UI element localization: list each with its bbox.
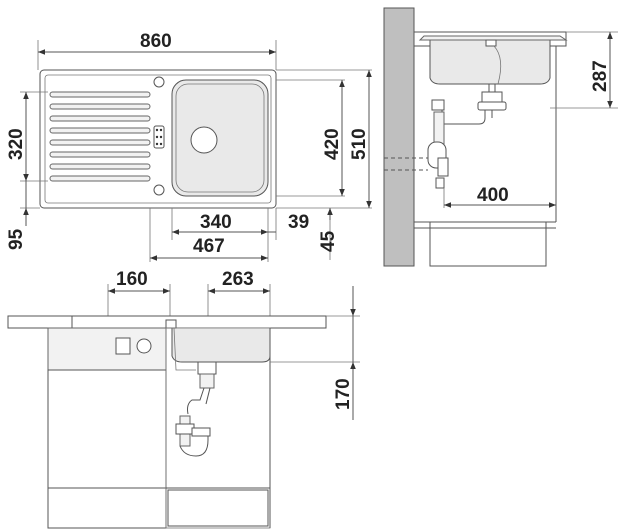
front-basin: [171, 328, 271, 363]
bowl-inner: [175, 83, 265, 193]
dim-drain-offset: 160: [116, 269, 148, 290]
side-plinth: [429, 221, 547, 267]
bowl: [171, 79, 269, 197]
dim-bowl-depth: 420: [322, 128, 343, 160]
dim-tap-offset: 45: [318, 230, 339, 252]
front-drain: [199, 373, 215, 389]
left-cabinet: [47, 369, 167, 529]
dim-bowl-span: 467: [193, 236, 225, 257]
overflow-hole-icon: [153, 184, 165, 196]
top-view: 860 420: [6, 31, 372, 262]
front-plinth: [167, 489, 269, 527]
dim-bowl-width: 340: [200, 212, 232, 233]
control-knob-icon: [136, 338, 152, 354]
tap-hole-icon: [153, 76, 165, 88]
dim-drainer-depth: 320: [6, 128, 27, 160]
sink-rim: [44, 74, 272, 204]
dim-edge-to-drainer: 95: [6, 228, 27, 250]
side-basin: [429, 40, 551, 85]
dim-bowl-to-edge: 39: [288, 212, 309, 233]
dim-bowl-height: 287: [590, 60, 611, 92]
dim-bowl-half-width: 263: [222, 269, 254, 290]
front-view: 160 263 170: [7, 269, 360, 529]
drain-icon: [190, 126, 218, 154]
dim-cabinet-depth: 400: [477, 185, 509, 206]
side-view: 287 400: [383, 7, 618, 267]
drainer-grooves: [49, 91, 151, 182]
overflow-slot: [153, 125, 165, 149]
wall: [383, 7, 415, 267]
dim-bowl-drop: 170: [333, 378, 354, 410]
dim-width-overall: 860: [140, 31, 172, 52]
dim-depth-overall: 510: [349, 128, 370, 160]
